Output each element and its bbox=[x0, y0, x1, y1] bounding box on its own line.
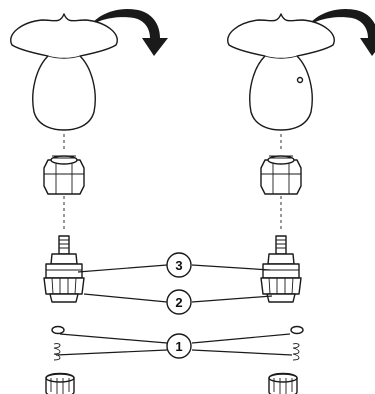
callout-1: 1 bbox=[166, 333, 192, 359]
right-assembly bbox=[227, 8, 375, 394]
left-seat bbox=[45, 372, 75, 394]
callout-2-label: 2 bbox=[175, 295, 182, 310]
right-hex-nut bbox=[260, 155, 302, 195]
callout-2: 2 bbox=[166, 289, 192, 315]
callout-1-label: 1 bbox=[175, 339, 182, 354]
right-handle-screw bbox=[296, 76, 304, 84]
right-seat bbox=[268, 372, 298, 394]
left-cartridge bbox=[43, 235, 85, 303]
right-cartridge bbox=[260, 235, 302, 303]
right-handle bbox=[227, 13, 335, 131]
left-handle bbox=[10, 13, 118, 131]
leader-lines bbox=[55, 264, 293, 356]
right-washer-spring bbox=[290, 325, 304, 361]
callout-3: 3 bbox=[166, 252, 192, 278]
callout-3-label: 3 bbox=[175, 258, 182, 273]
left-assembly bbox=[10, 8, 168, 394]
left-hex-nut bbox=[43, 155, 85, 195]
